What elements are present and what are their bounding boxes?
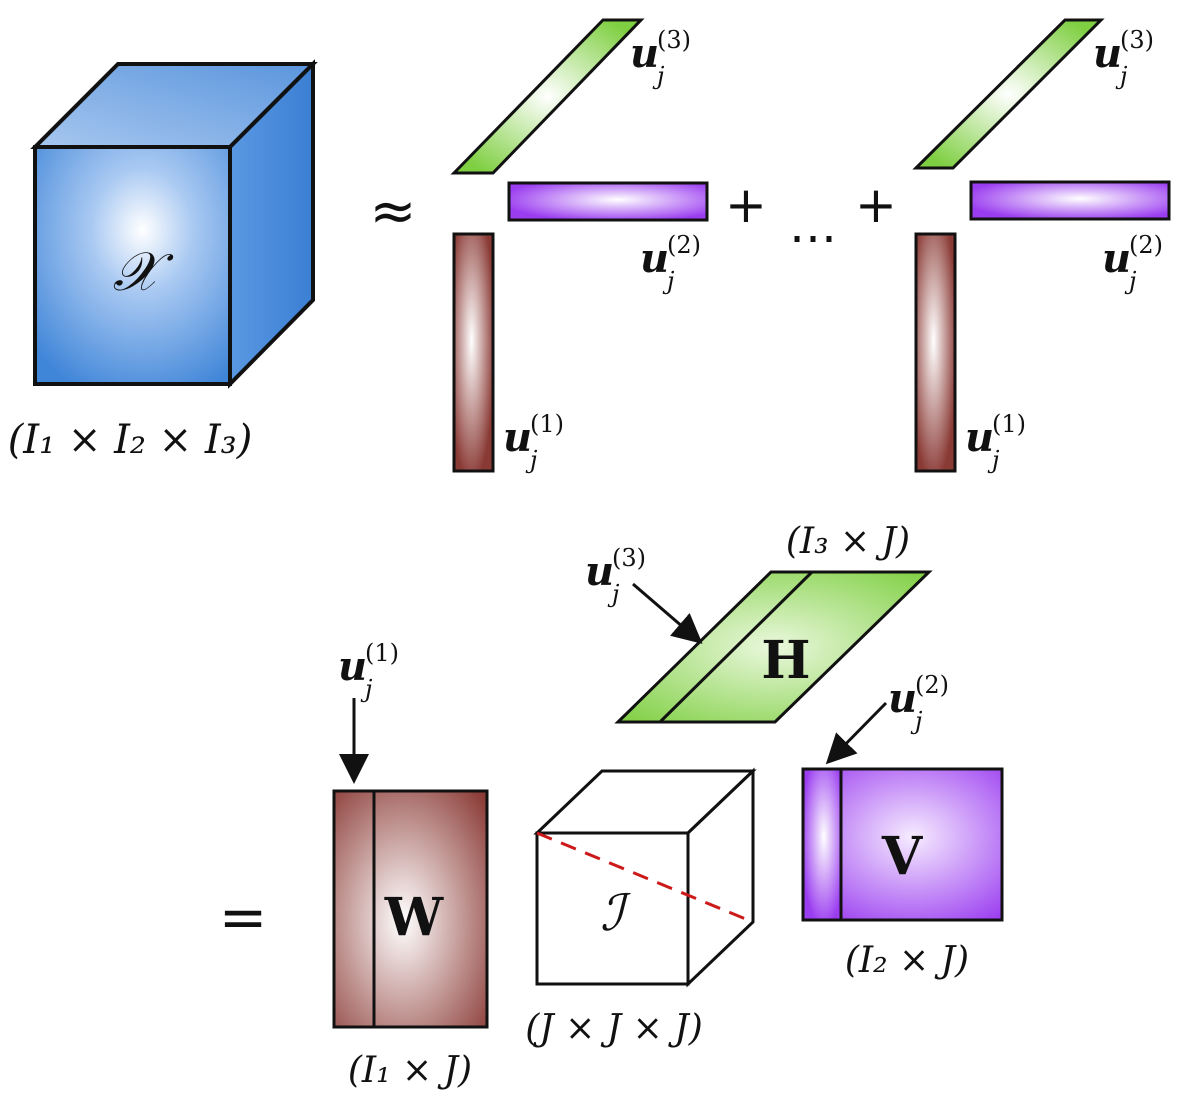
svg-text:u: u [630,30,659,77]
ellipsis: … [789,198,837,254]
approx-sign: ≈ [370,179,417,244]
svg-text:(2): (2) [1129,231,1163,259]
svg-text:(3): (3) [657,26,691,54]
arrow-u3-to-h [632,582,703,644]
matrix-v-label: V [881,826,924,887]
matrix-w-label: W [384,887,445,948]
equals-sign: = [219,883,268,951]
svg-text:u: u [1093,30,1122,77]
svg-text:u: u [585,548,614,595]
vector-u1-bar [452,232,495,473]
svg-text:(1): (1) [365,639,399,667]
vector-u3-bar [450,18,645,175]
matrix-h-dims: (I₃ × J) [786,521,910,562]
label-u3-first: u j (3) [630,26,691,90]
core-superdiagonal [536,831,754,924]
label-u2-first: u j (2) [640,231,701,295]
label-u1-last: u j (1) [965,410,1026,474]
label-u3-last: u j (3) [1093,26,1154,90]
svg-text:u: u [965,414,994,461]
tensor-x-cube [30,59,318,389]
core-tensor-dims: (J × J × J) [525,1008,703,1049]
plus-sign-first: + [725,176,767,234]
svg-text:u: u [338,643,367,690]
matrix-h-label: H [761,630,810,691]
arrow-u2-to-v [825,701,888,765]
svg-text:u: u [640,235,669,282]
svg-text:u: u [1102,235,1131,282]
tensor-x-dims: (I₁ × I₂ × I₃) [8,417,253,463]
label-u1-w: u j (1) [338,639,399,703]
svg-text:(1): (1) [992,410,1026,438]
rank1-component-last [912,18,1171,473]
svg-text:(2): (2) [667,231,701,259]
plus-sign-second: + [855,176,897,234]
vector-u2-bar-last [969,180,1171,221]
matrix-v [801,767,1004,922]
svg-text:(3): (3) [612,544,646,572]
label-u1-first: u j (1) [503,410,564,474]
rank1-component-first [450,18,709,473]
matrix-v-dims: (I₂ × J) [845,940,969,981]
label-u3-h: u j (3) [585,544,646,608]
svg-text:(2): (2) [915,671,949,699]
core-tensor-cube [533,767,757,988]
matrix-w-dims: (I₁ × J) [348,1050,472,1091]
vector-u3-bar-last [912,18,1105,170]
label-u2-v: u j (2) [888,671,949,735]
vector-u2-bar [507,181,709,222]
svg-text:u: u [503,414,532,461]
vector-u1-bar-last [914,232,957,473]
svg-text:(3): (3) [1120,26,1154,54]
matrix-w [332,789,489,1029]
svg-text:u: u [888,675,917,722]
matrix-h [614,570,933,724]
label-u2-last: u j (2) [1102,231,1163,295]
svg-text:(1): (1) [530,410,564,438]
